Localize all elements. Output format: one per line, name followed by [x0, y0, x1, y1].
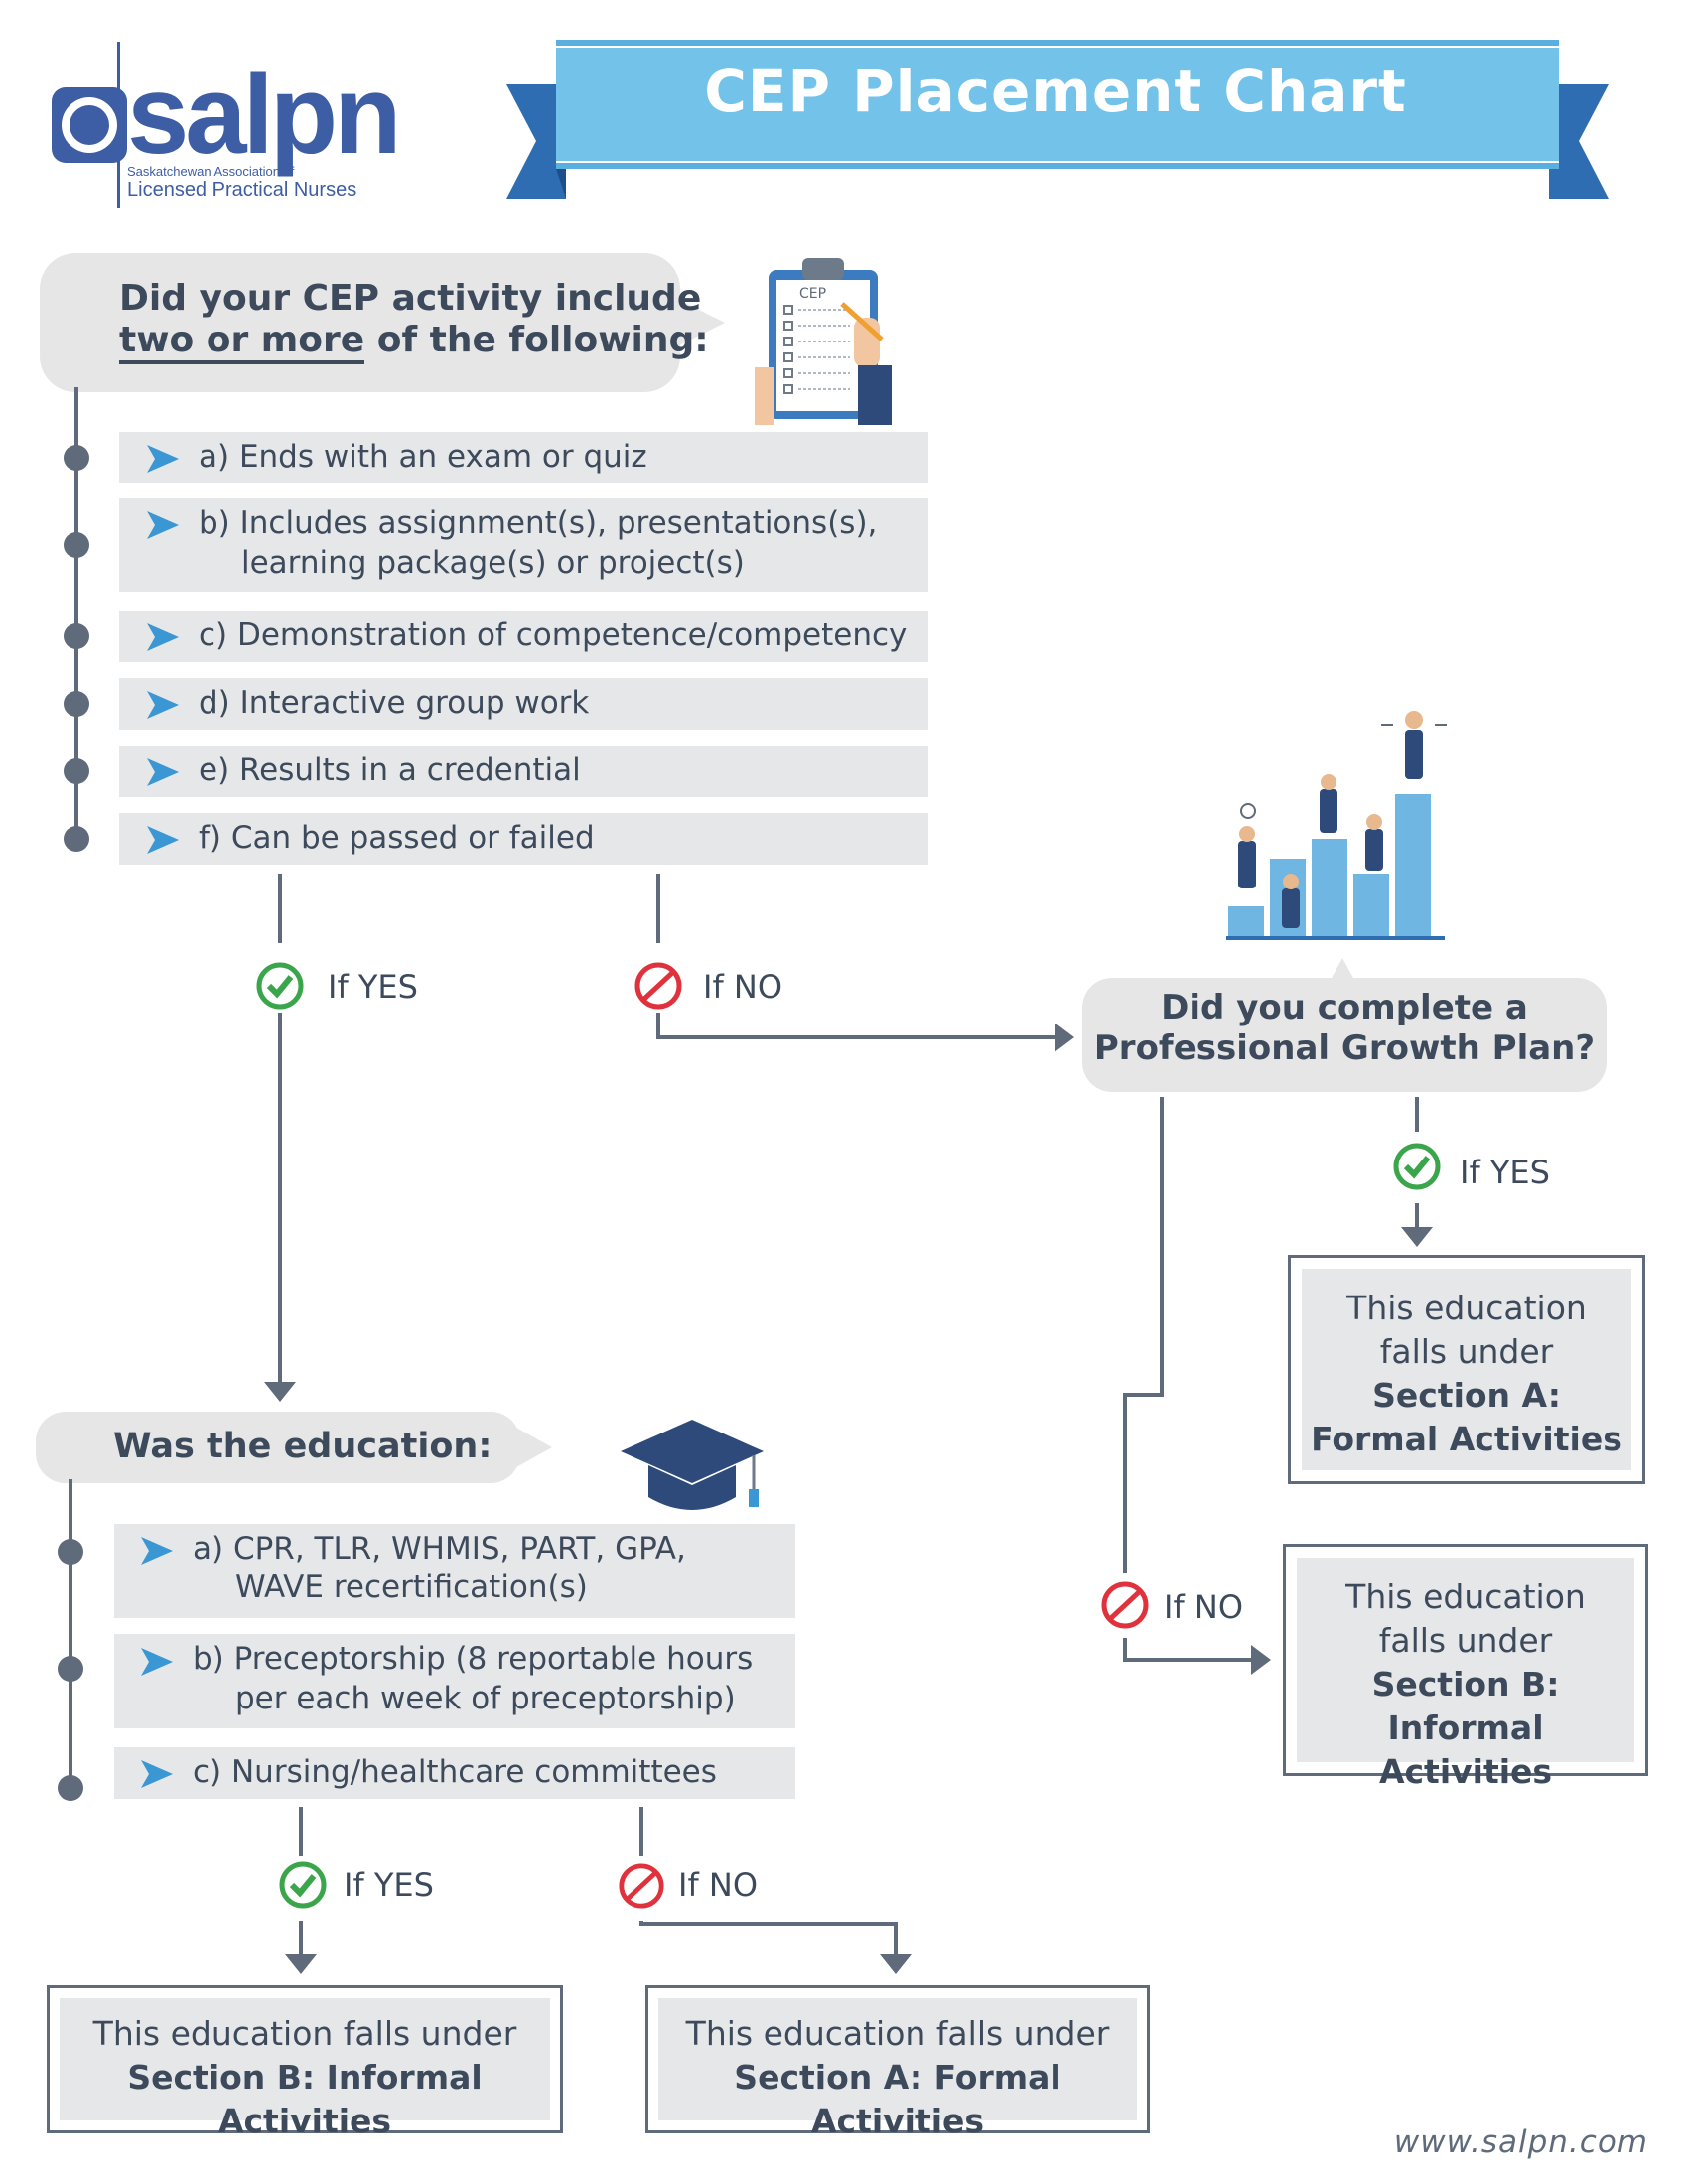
chevron-right-icon: [147, 691, 179, 719]
no-entry-icon: [1101, 1581, 1149, 1629]
chevron-right-icon: [141, 1760, 173, 1788]
option-b-text-cont: per each week of preceptorship): [235, 1681, 736, 1716]
check-icon: [256, 962, 304, 1010]
question3-title: Was the education:: [113, 1427, 492, 1466]
chevron-right-icon: [147, 511, 179, 539]
if-no-label: If NO: [1164, 1588, 1243, 1626]
if-yes-label: If YES: [328, 968, 418, 1006]
question2-line2: Professional Growth Plan?: [1093, 1028, 1596, 1068]
option-row: [119, 678, 928, 730]
result-section-b-bottom: This education falls under Section B: In…: [47, 1985, 563, 2140]
option-a-text: a) CPR, TLR, WHMIS, PART, GPA,: [193, 1531, 686, 1567]
result-section-a: This education falls under Section A: Fo…: [1288, 1255, 1645, 1484]
option-b-text: b) Includes assignment(s), presentations…: [199, 505, 878, 541]
option-row: [119, 432, 928, 483]
question2-line1: Did you complete a: [1161, 988, 1528, 1027]
result-section-a-bottom: This education falls under Section A: Fo…: [645, 1985, 1150, 2140]
question1-line2-rest: of the following:: [364, 320, 709, 360]
option-a-text: a) Ends with an exam or quiz: [199, 439, 647, 475]
bullet-dot: [58, 1539, 83, 1565]
option-a-text-cont: WAVE recertification(s): [235, 1570, 588, 1605]
logo-subtitle-line2: Licensed Practical Nurses: [127, 179, 357, 201]
result-line: This education: [1346, 1289, 1587, 1327]
growth-chart-icon: [1226, 711, 1447, 940]
bullet-dot: [58, 1775, 83, 1801]
clipboard-label: CEP: [799, 286, 826, 302]
option-row: [114, 1634, 795, 1728]
option-f-text: f) Can be passed or failed: [199, 820, 595, 856]
chevron-right-icon: [141, 1537, 173, 1565]
chevron-right-icon: [147, 826, 179, 854]
result-line: This education falls under: [92, 2014, 517, 2053]
result-category: Section B: Informal Activities: [127, 2058, 483, 2140]
check-icon: [1393, 1143, 1441, 1190]
bullet-dot: [64, 445, 89, 471]
logo-subtitle-line1: Saskatchewan Association of: [127, 164, 295, 179]
check-icon: [279, 1861, 327, 1909]
result-line: This education: [1345, 1577, 1586, 1616]
option-e-text: e) Results in a credential: [199, 752, 581, 788]
option-row: [114, 1524, 795, 1618]
chevron-right-icon: [147, 623, 179, 651]
bullet-dot: [64, 826, 89, 852]
option-row: [119, 746, 928, 797]
result-category: Formal Activities: [1311, 1420, 1622, 1458]
result-category: Section A: Formal Activities: [734, 2058, 1061, 2140]
bullet-dot: [64, 758, 89, 784]
result-line: falls under: [1379, 1332, 1554, 1371]
option-row: [114, 1747, 795, 1799]
if-yes-label: If YES: [344, 1866, 434, 1904]
question1-connector: [74, 387, 78, 839]
result-line: falls under: [1378, 1621, 1553, 1660]
result-section: Section B:: [1371, 1665, 1560, 1704]
option-row: [119, 813, 928, 865]
bullet-dot: [58, 1656, 83, 1682]
question3-bubble: [36, 1412, 552, 1483]
chevron-right-icon: [147, 758, 179, 786]
result-line: This education falls under: [685, 2014, 1110, 2053]
bullet-dot: [64, 691, 89, 717]
logo-land-shape: [70, 105, 109, 145]
page-title: CEP Placement Chart: [704, 58, 1407, 125]
no-entry-icon: [634, 962, 682, 1010]
option-row: [119, 611, 928, 662]
graduation-cap-icon: [621, 1420, 764, 1510]
option-c-text: c) Demonstration of competence/competenc…: [199, 617, 908, 653]
result-category: Informal Activities: [1378, 1708, 1553, 1791]
question1-line1: Did your CEP activity include: [119, 278, 702, 319]
if-yes-label: If YES: [1460, 1154, 1550, 1191]
logo-divider: [117, 42, 120, 208]
question2-bubble: [1082, 958, 1607, 1092]
website-url[interactable]: www.salpn.com: [1393, 2124, 1648, 2160]
logo: salpn Saskatchewan Association of Licens…: [0, 0, 427, 213]
option-b-text-cont: learning package(s) or project(s): [241, 545, 745, 581]
question1-emphasis: two or more: [119, 320, 365, 364]
if-no-label: If NO: [678, 1866, 758, 1904]
result-section-b: This education falls under Section B: In…: [1283, 1544, 1648, 1791]
bullet-dot: [64, 532, 89, 558]
bullet-dot: [64, 623, 89, 649]
logo-wordmark: salpn: [127, 53, 402, 177]
clipboard-icon: CEP: [755, 258, 892, 425]
option-c-text: c) Nursing/healthcare committees: [193, 1754, 717, 1790]
if-no-label: If NO: [703, 968, 782, 1006]
result-section: Section A:: [1372, 1376, 1561, 1415]
banner-ribbon: [506, 40, 1609, 199]
option-row: [119, 498, 928, 592]
question1-line2: two or more of the following:: [119, 320, 709, 364]
no-entry-icon: [619, 1863, 664, 1909]
chevron-right-icon: [147, 445, 179, 473]
question3-connector: [69, 1479, 72, 1789]
option-d-text: d) Interactive group work: [199, 685, 590, 721]
option-b-text: b) Preceptorship (8 reportable hours: [193, 1641, 754, 1677]
question1-bubble: [40, 253, 725, 392]
chevron-right-icon: [141, 1648, 173, 1676]
